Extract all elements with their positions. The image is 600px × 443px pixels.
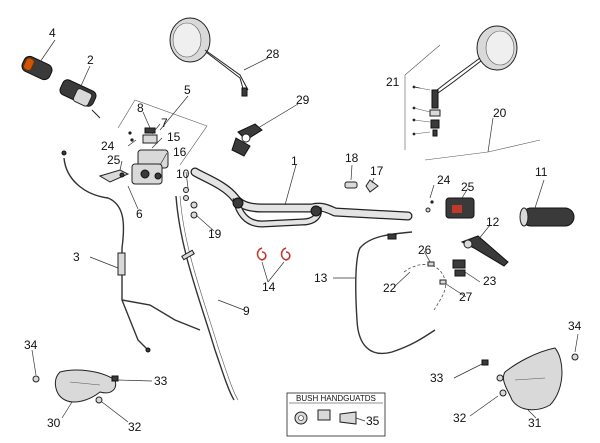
bracket-20	[424, 139, 541, 161]
callout-28: 28	[266, 47, 280, 61]
left-grip	[21, 55, 53, 81]
callout-5: 5	[184, 83, 191, 97]
lever-hardware	[427, 259, 466, 285]
callout-26: 26	[418, 243, 432, 257]
callout-16: 16	[173, 145, 187, 159]
callout-11: 11	[535, 165, 548, 179]
right-handguard	[481, 347, 579, 411]
callout-7: 7	[161, 116, 168, 130]
callout-29: 29	[296, 93, 310, 107]
clutch-cable	[61, 150, 201, 353]
handlebar	[190, 167, 413, 228]
callout-17: 17	[370, 164, 384, 178]
clutch-lever	[460, 235, 509, 267]
callout-6: 6	[136, 207, 143, 221]
washers	[183, 187, 198, 219]
callout-35: 35	[366, 414, 380, 428]
callout-24-right: 24	[437, 173, 451, 187]
callout-33-left: 33	[154, 374, 168, 388]
callout-10: 10	[176, 167, 190, 181]
callout-8: 8	[137, 101, 144, 115]
callout-13: 13	[314, 271, 328, 285]
bar-clamp	[231, 123, 263, 157]
callout-25-right: 25	[461, 180, 475, 194]
adjuster-parts	[344, 179, 379, 193]
callout-27: 27	[459, 290, 473, 304]
switch-wire	[403, 264, 447, 311]
callout-24-left: 24	[101, 139, 115, 153]
callout-18: 18	[345, 151, 359, 165]
callout-22: 22	[383, 281, 397, 295]
inset-caption: BUSH HANDGUATDS	[296, 394, 376, 403]
callout-34-left: 34	[24, 338, 38, 352]
bracket-5	[117, 99, 208, 166]
callout-34-right: 34	[568, 319, 582, 333]
brake-hose	[355, 231, 436, 355]
callout-20: 20	[493, 106, 507, 120]
callout-30: 30	[47, 416, 61, 430]
bracket-21	[404, 44, 441, 150]
callout-15: 15	[167, 130, 181, 144]
callout-4: 4	[49, 26, 56, 40]
callout-1: 1	[291, 154, 298, 168]
right-switch-group	[425, 197, 475, 219]
callout-19: 19	[208, 227, 222, 241]
callout-25-left: 25	[107, 153, 121, 167]
leader-lines	[31, 39, 579, 423]
right-mirror	[412, 25, 518, 137]
callout-9: 9	[243, 304, 250, 318]
callout-32-right: 32	[453, 411, 467, 425]
callout-12: 12	[486, 215, 500, 229]
spring-clips	[256, 247, 291, 261]
callout-31: 31	[528, 416, 542, 430]
bush-handguards-inset	[286, 392, 386, 437]
callout-2: 2	[87, 53, 94, 67]
callout-32-left: 32	[128, 420, 142, 434]
left-mirror	[169, 17, 249, 97]
callout-3: 3	[73, 250, 80, 264]
left-handguard	[32, 369, 119, 404]
right-grip	[519, 207, 575, 227]
callout-23: 23	[483, 274, 497, 288]
callout-14: 14	[262, 280, 276, 294]
throttle-cable	[175, 195, 239, 401]
throttle-grip	[59, 79, 101, 119]
callout-33-right: 33	[430, 371, 444, 385]
callout-21: 21	[386, 75, 400, 89]
